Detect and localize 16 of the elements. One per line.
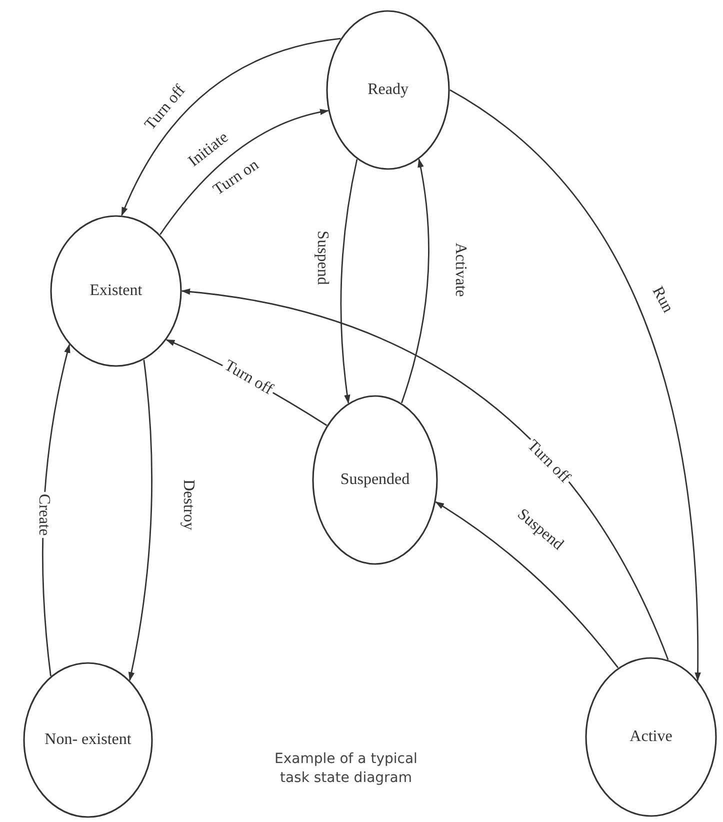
state-name: Existent [90,281,142,301]
transition-arrow [181,288,669,660]
transition-arrow [435,501,619,668]
state-name: Ready [368,80,408,100]
edge-label: Destroy [179,477,197,532]
transition-arrow [121,38,341,216]
edge-label: Suspend [313,228,331,287]
transition-arrow [340,159,358,404]
transition-arrow [400,158,430,404]
transition-arrow [128,360,152,682]
state-name: Suspended [340,470,410,490]
state-name: Non- existent [44,730,132,750]
transition-arrow [450,89,701,682]
caption: Example of a typical task state diagram [274,750,418,788]
state-name: Active [630,727,672,747]
transition-arrow [160,109,329,235]
